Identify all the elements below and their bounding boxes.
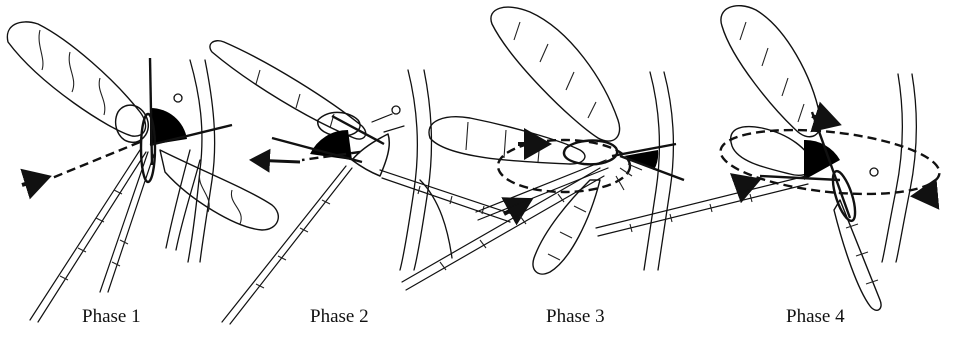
phase-1-dashed-path: [52, 142, 140, 178]
phase-3-arrow-lower: [504, 200, 530, 214]
phase-1-panel: [7, 22, 278, 322]
phase-2-upper-wing: [210, 41, 366, 139]
phase-4-lower-wing: [834, 200, 881, 310]
phase-1-vertical-reference: [150, 58, 152, 165]
phase-4-wing-tip-ellipse: [828, 169, 859, 223]
phase-4-legs: [596, 176, 808, 236]
phase-1-arrow: [22, 177, 48, 185]
phase-3-body: [564, 141, 617, 165]
phase-1-upper-wing: [7, 22, 145, 136]
phase-4-stem: [882, 74, 916, 262]
phase-1-stem: [166, 60, 215, 262]
phase-3-label: Phase 3: [546, 306, 605, 328]
phase-2-stem: [400, 70, 452, 270]
phase-3-panel: [402, 7, 684, 290]
phase-1-label: Phase 1: [82, 306, 141, 328]
phase-4-arrow-left: [736, 180, 758, 188]
phase-4-label: Phase 4: [786, 306, 845, 328]
phase-1-lower-wing: [160, 150, 278, 230]
phase-3-wing-path-ellipse: [498, 140, 630, 192]
phase-2-arrow: [252, 160, 300, 162]
phase-3-upper-wing: [491, 7, 620, 141]
phase-4-upper-wing: [721, 6, 821, 137]
phase-2-label: Phase 2: [310, 306, 369, 328]
phase-2-legs: [222, 166, 512, 324]
phase-4-arrow-right: [914, 194, 936, 196]
phase-4-body: [870, 168, 878, 176]
phase-1-legs: [30, 150, 154, 322]
phase-2-panel: [210, 41, 512, 324]
